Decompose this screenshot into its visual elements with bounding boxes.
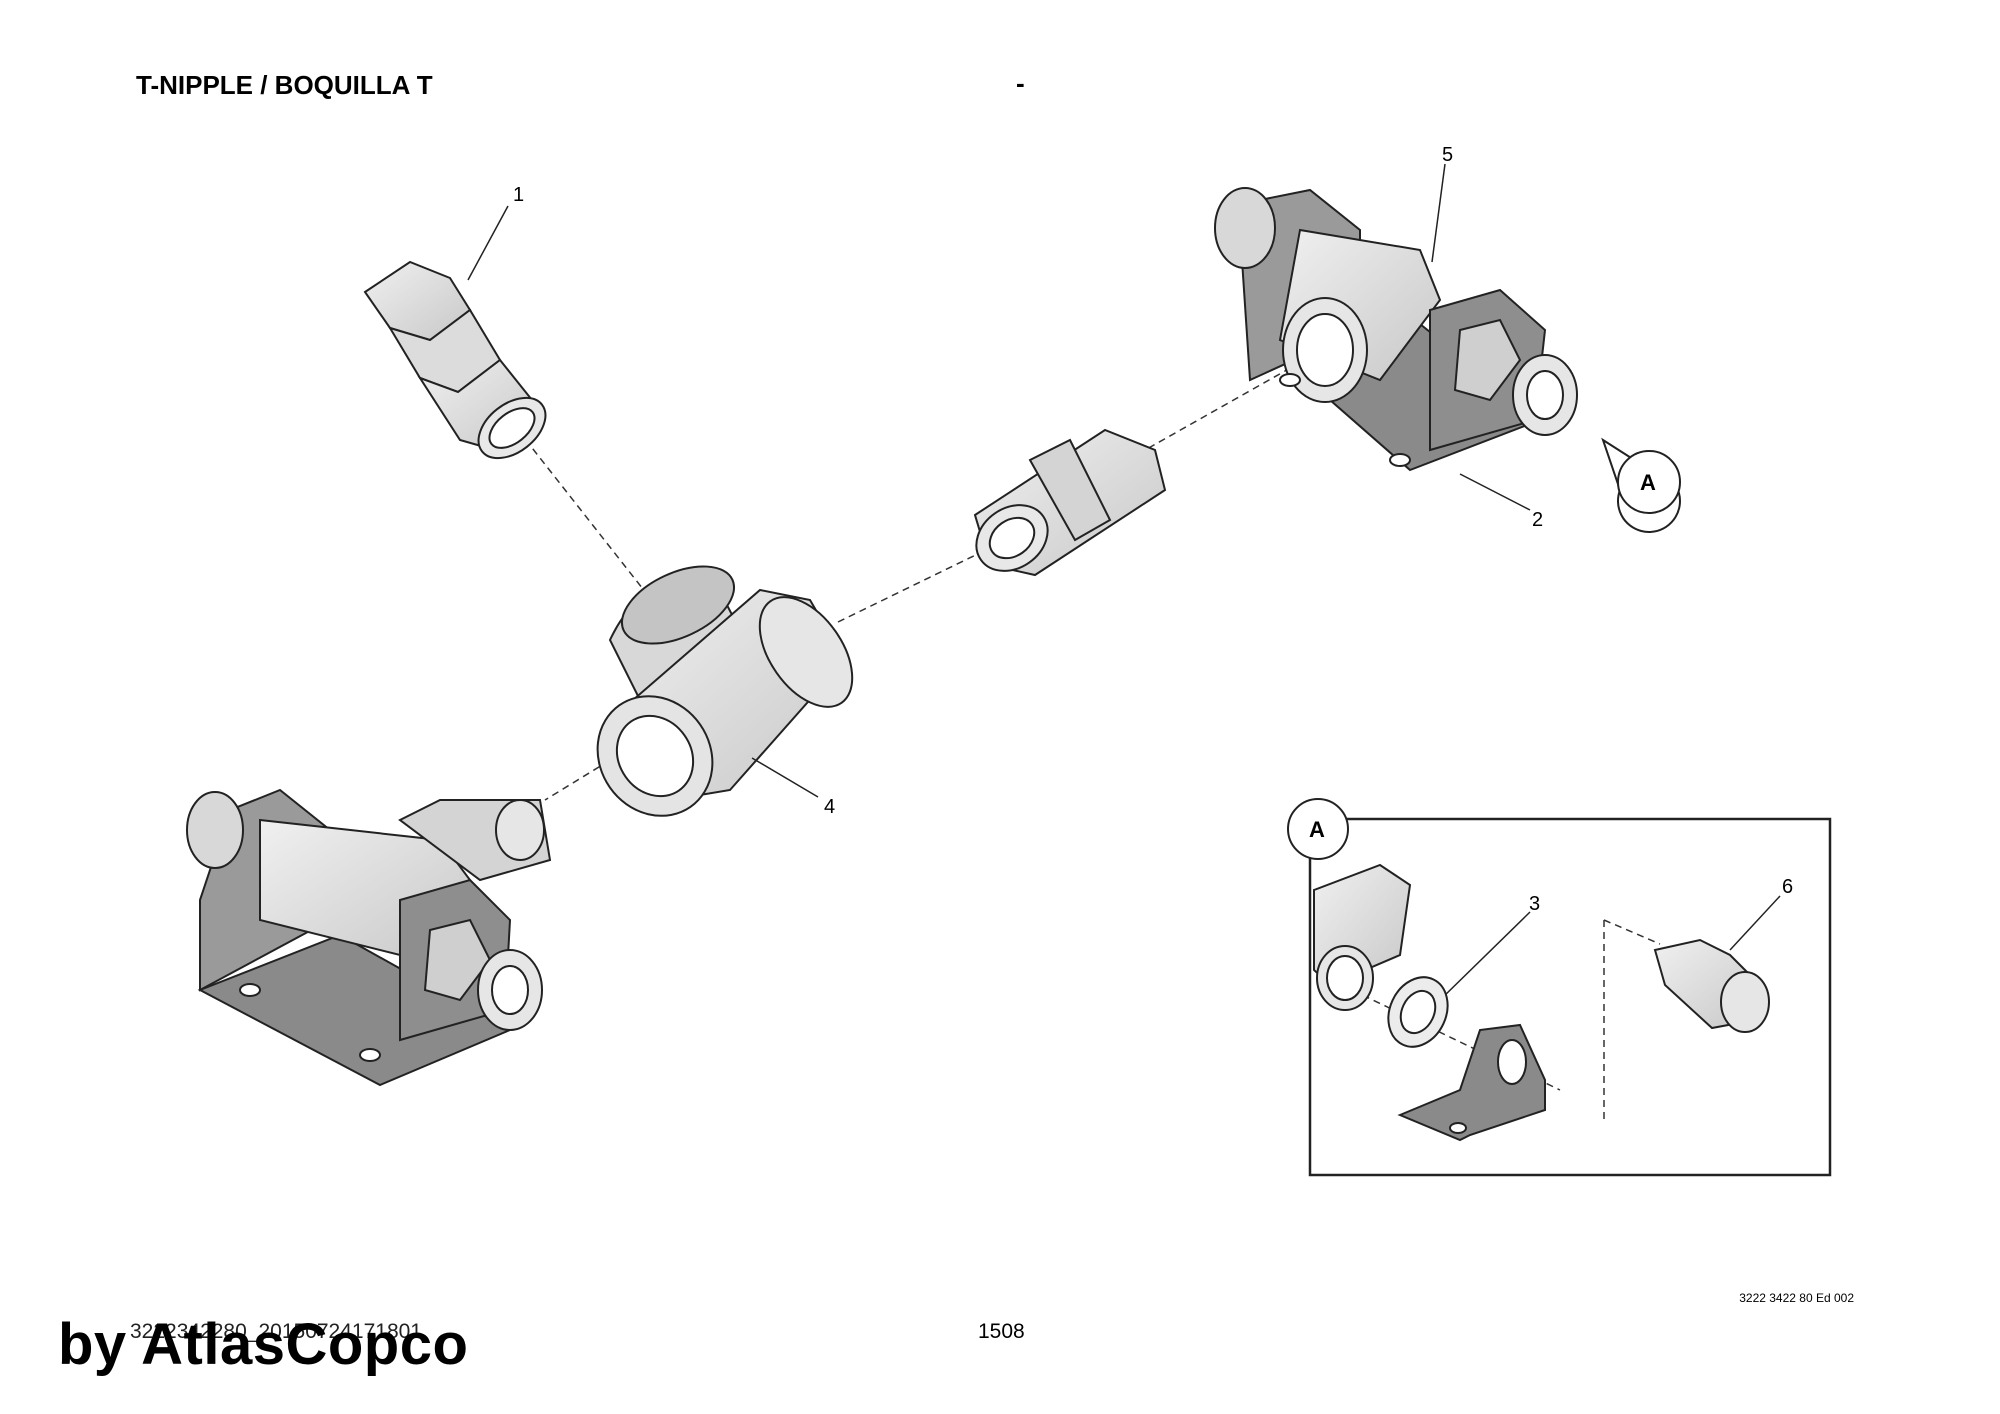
header-dash: -	[1016, 68, 1025, 98]
part-1-hex-nipple	[363, 260, 547, 460]
part-4-tee	[596, 565, 854, 817]
detail-inset-box	[1308, 817, 1832, 1177]
watermark: by AtlasCopco	[58, 1312, 469, 1377]
detail-inset-label-circle	[1287, 798, 1349, 860]
callout-1: 1	[513, 184, 525, 206]
inset-parts	[1313, 863, 1770, 1142]
document-number: 3222342280_20150724171801	[130, 1320, 422, 1343]
detail-a-label: A	[1640, 470, 1656, 495]
callout-4: 4	[824, 796, 836, 818]
callout-leaders	[467, 163, 1781, 1001]
reference-code: 3222 3422 80 Ed 002	[1739, 1291, 1854, 1305]
detail-inset-label: A	[1309, 817, 1325, 842]
callout-6: 6	[1782, 876, 1794, 898]
assembly-bottom-left	[186, 788, 552, 1087]
part-2-nipple	[973, 428, 1167, 577]
callout-3: 3	[1529, 893, 1541, 915]
callout-5: 5	[1442, 144, 1454, 166]
detail-a-pointer	[1601, 437, 1681, 533]
page-title: T-NIPPLE / BOQUILLA T	[136, 70, 433, 100]
page-number: 1508	[978, 1320, 1025, 1343]
assembly-top-right	[1214, 187, 1578, 472]
callout-2: 2	[1532, 509, 1544, 531]
